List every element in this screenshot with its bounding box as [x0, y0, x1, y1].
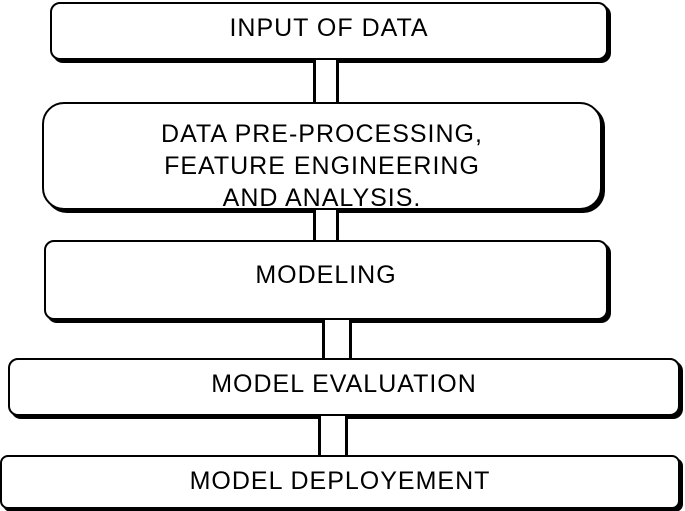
step-model-deployment: MODEL DEPLOYEMENT: [0, 455, 680, 509]
step-modeling: MODELING: [44, 240, 608, 320]
step-label: INPUT OF DATA: [229, 14, 429, 42]
double-line-connector: [313, 60, 339, 102]
double-line-connector: [318, 416, 348, 455]
step-model-evaluation: MODEL EVALUATION: [8, 358, 680, 416]
step-label: MODEL EVALUATION: [211, 370, 477, 398]
step-input-of-data: INPUT OF DATA: [50, 2, 608, 60]
step-data-preprocessing: DATA PRE-PROCESSING, FEATURE ENGINEERING…: [42, 102, 602, 212]
double-line-connector: [313, 210, 339, 240]
double-line-connector: [322, 320, 352, 358]
step-label: MODELING: [255, 261, 397, 289]
step-label: MODEL DEPLOYEMENT: [189, 467, 491, 495]
step-label: DATA PRE-PROCESSING, FEATURE ENGINEERING…: [161, 120, 483, 212]
